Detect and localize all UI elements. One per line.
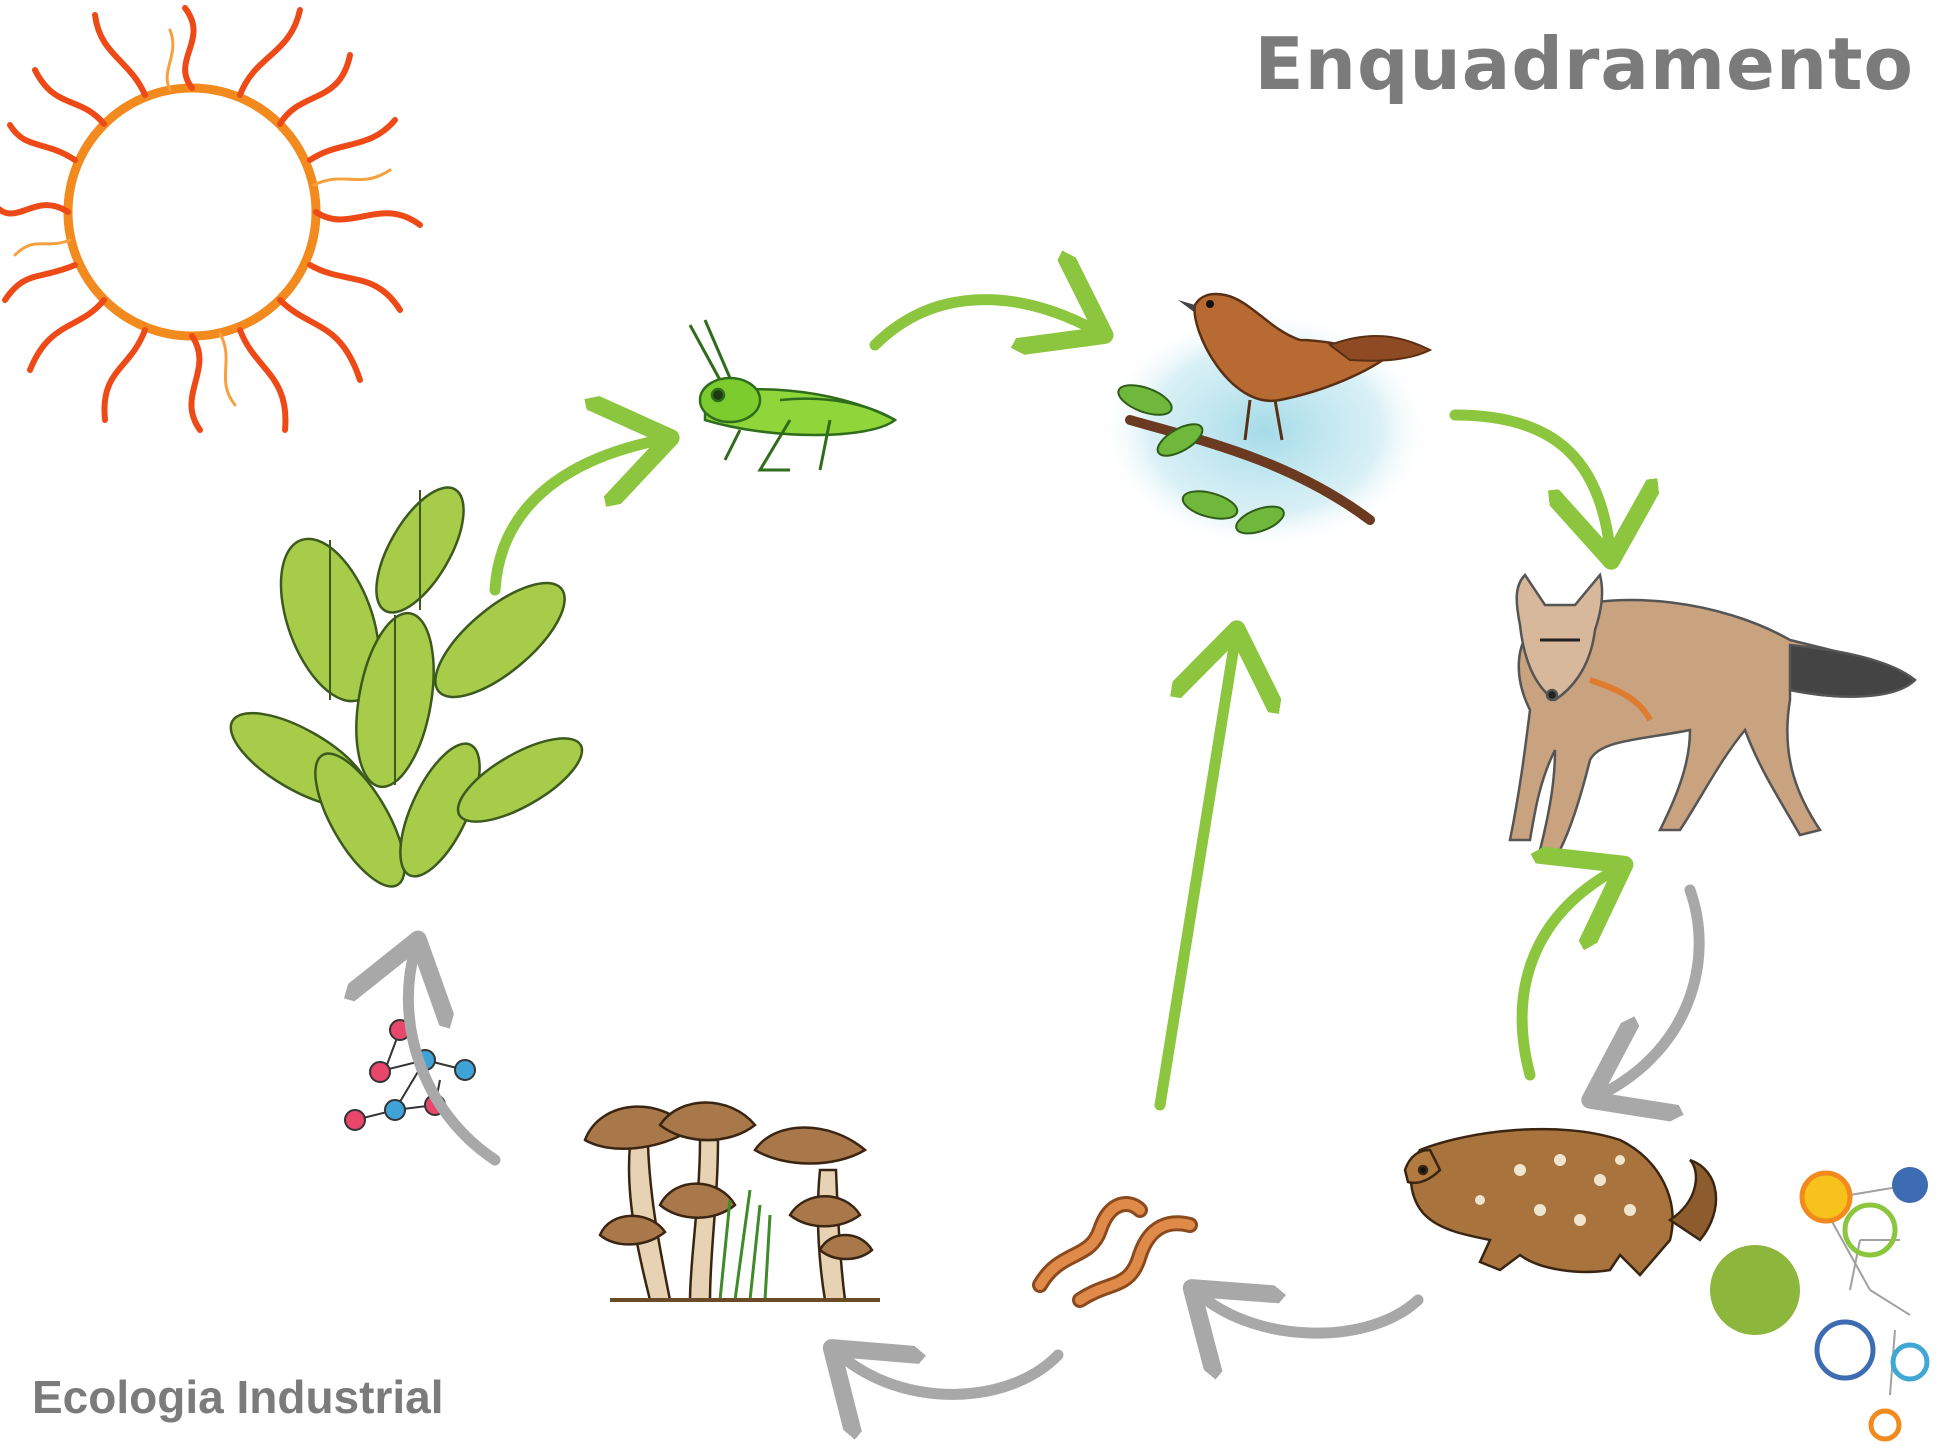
sun-icon <box>0 8 420 430</box>
arrow-plant-to-grasshopper <box>495 440 660 590</box>
arrow-molecule-to-plant <box>408 950 495 1160</box>
arrow-quoll-to-worms <box>1200 1295 1418 1333</box>
arrow-worms-to-mushrooms <box>840 1355 1058 1394</box>
grasshopper-icon <box>690 320 895 470</box>
mushroom-icon <box>585 1103 880 1301</box>
arrow-quoll-to-fox <box>1522 870 1615 1075</box>
arrow-grasshopper-to-bird <box>875 300 1095 345</box>
bird-icon <box>1100 294 1430 550</box>
quoll-icon <box>1405 1129 1716 1275</box>
plant-icon <box>217 474 593 899</box>
arrow-fox-to-quoll <box>1600 890 1699 1095</box>
arrow-worms-to-bird <box>1160 640 1235 1105</box>
footer-label: Ecologia Industrial <box>32 1370 444 1424</box>
worm-icon <box>1040 1204 1190 1300</box>
fox-icon <box>1510 575 1915 850</box>
logo-icon <box>1710 1167 1928 1439</box>
arrow-bird-to-fox <box>1455 415 1610 550</box>
